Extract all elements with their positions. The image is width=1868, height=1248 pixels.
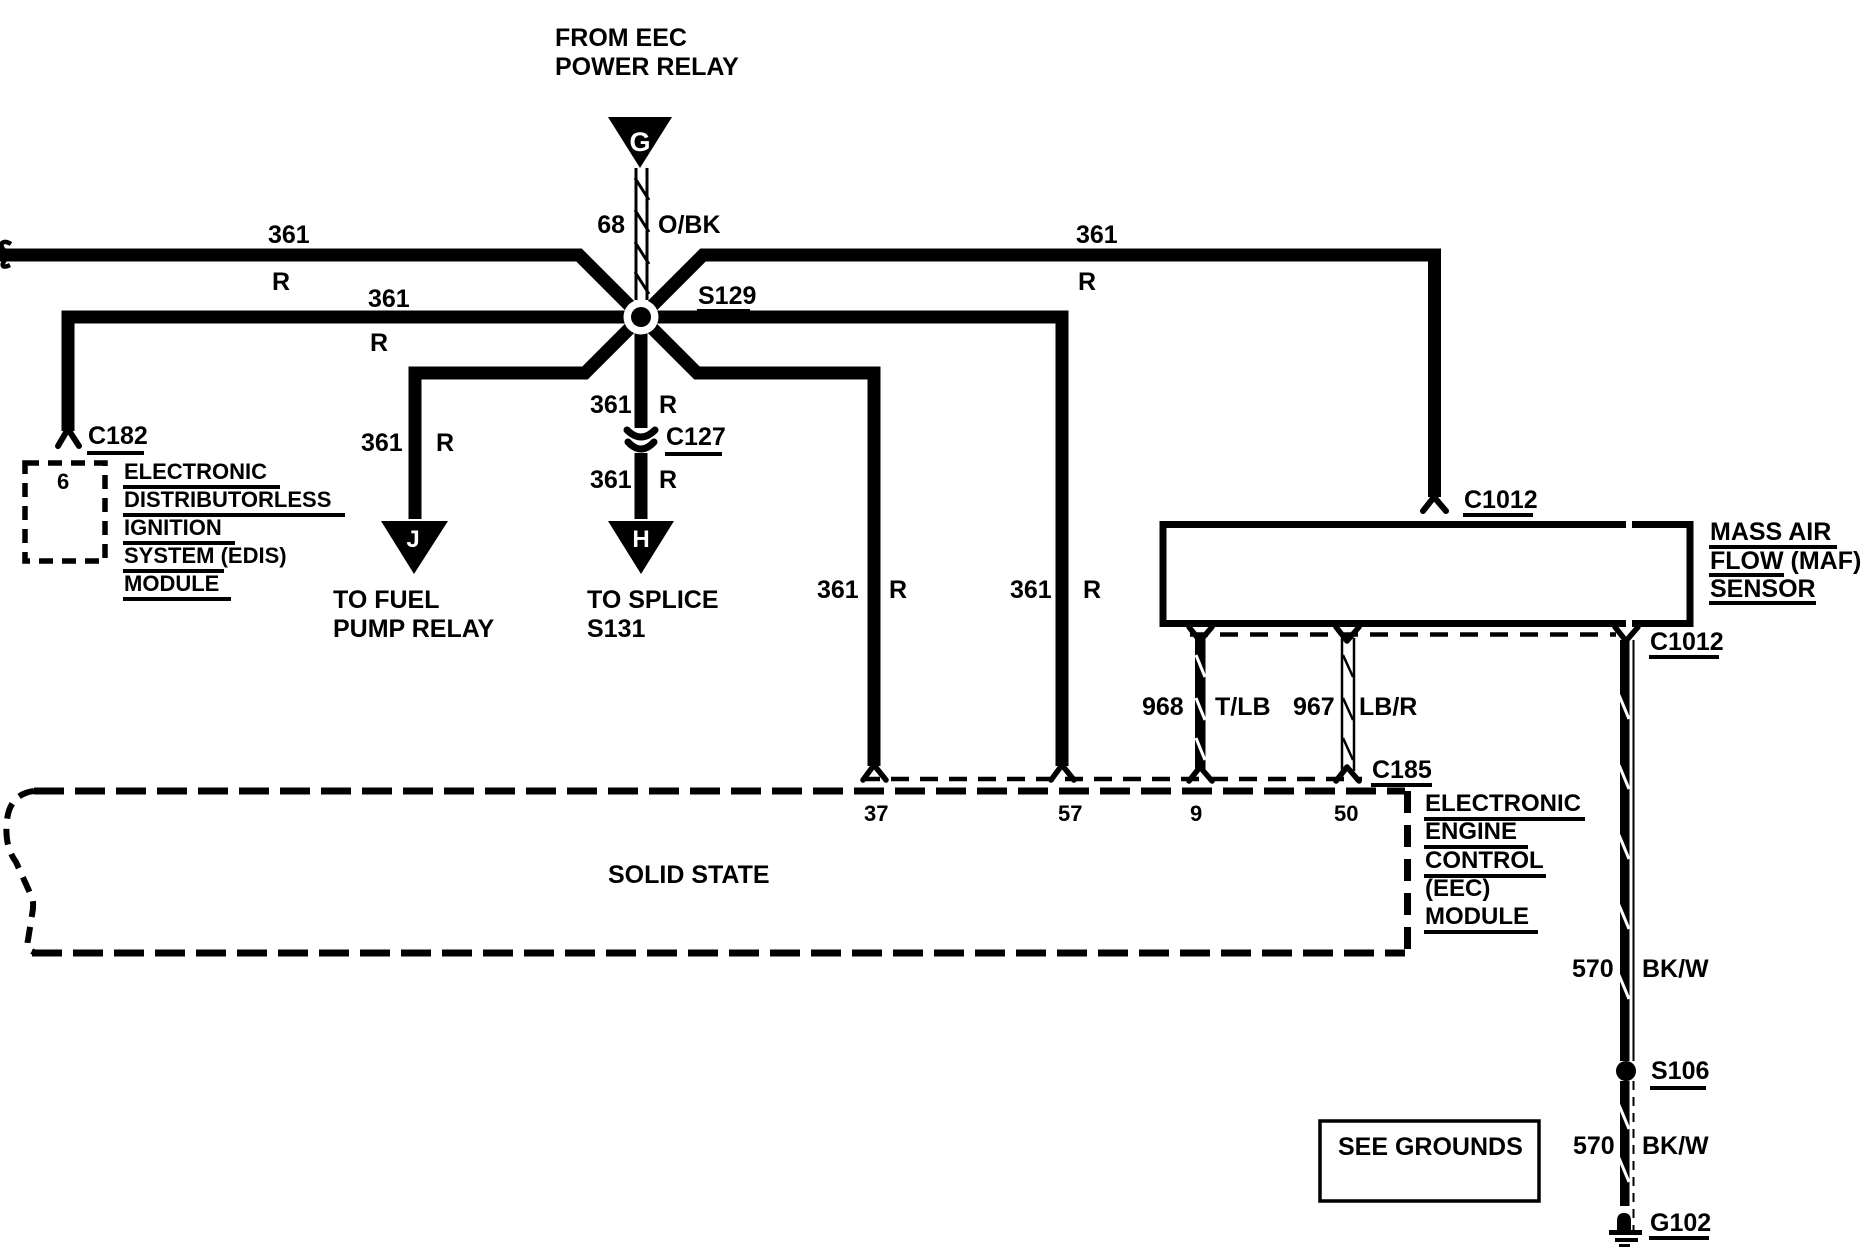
svg-text:6: 6 [57, 469, 69, 494]
svg-text:R: R [436, 429, 454, 457]
svg-text:G: G [629, 127, 650, 157]
svg-text:C127: C127 [666, 423, 726, 451]
svg-text:967: 967 [1293, 693, 1335, 721]
svg-text:O/BK: O/BK [658, 211, 721, 239]
svg-text:C185: C185 [1372, 756, 1432, 784]
svg-text:PUMP RELAY: PUMP RELAY [333, 615, 494, 643]
svg-text:TO SPLICE: TO SPLICE [587, 586, 719, 614]
svg-text:R: R [659, 466, 677, 494]
svg-text:ELECTRONIC: ELECTRONIC [124, 459, 267, 484]
svg-text:C1012: C1012 [1464, 486, 1538, 514]
svg-text:MODULE: MODULE [124, 571, 219, 596]
svg-text:TO FUEL: TO FUEL [333, 586, 439, 614]
svg-text:361: 361 [1010, 576, 1052, 604]
svg-text:9: 9 [1190, 801, 1202, 826]
svg-text:(EEC): (EEC) [1425, 875, 1490, 902]
svg-text:570: 570 [1572, 955, 1614, 983]
svg-text:37: 37 [864, 801, 888, 826]
svg-text:R: R [1083, 576, 1101, 604]
svg-text:SYSTEM (EDIS): SYSTEM (EDIS) [124, 543, 287, 568]
svg-text:MASS AIR: MASS AIR [1710, 518, 1831, 546]
svg-text:R: R [1078, 268, 1096, 296]
svg-text:SENSOR: SENSOR [1710, 575, 1816, 603]
svg-text:BK/W: BK/W [1642, 1132, 1709, 1160]
svg-text:T/LB: T/LB [1215, 693, 1271, 721]
svg-text:361: 361 [268, 221, 310, 249]
svg-text:H: H [632, 526, 649, 553]
svg-text:968: 968 [1142, 693, 1184, 721]
svg-text:C182: C182 [88, 422, 148, 450]
svg-text:IGNITION: IGNITION [124, 515, 222, 540]
svg-text:BK/W: BK/W [1642, 955, 1709, 983]
svg-text:S106: S106 [1651, 1057, 1709, 1085]
svg-text:FROM EEC: FROM EEC [555, 24, 687, 52]
svg-text:S129: S129 [698, 282, 756, 310]
svg-text:MODULE: MODULE [1425, 903, 1529, 930]
svg-text:SEE GROUNDS: SEE GROUNDS [1338, 1133, 1523, 1161]
svg-text:361: 361 [368, 285, 410, 313]
svg-text:G102: G102 [1650, 1209, 1711, 1237]
svg-text:ELECTRONIC: ELECTRONIC [1425, 790, 1581, 817]
svg-text:361: 361 [590, 466, 632, 494]
svg-text:C1012: C1012 [1650, 628, 1724, 656]
svg-text:68: 68 [597, 211, 625, 239]
svg-text:R: R [889, 576, 907, 604]
svg-text:J: J [406, 526, 419, 553]
svg-text:DISTRIBUTORLESS: DISTRIBUTORLESS [124, 487, 331, 512]
svg-text:361: 361 [817, 576, 859, 604]
svg-text:57: 57 [1058, 801, 1082, 826]
svg-text:R: R [370, 329, 388, 357]
svg-text:FLOW (MAF): FLOW (MAF) [1710, 547, 1861, 575]
svg-text:CONTROL: CONTROL [1425, 847, 1544, 874]
svg-text:50: 50 [1334, 801, 1358, 826]
svg-text:361: 361 [590, 391, 632, 419]
svg-text:SOLID STATE: SOLID STATE [608, 861, 770, 889]
svg-text:R: R [272, 268, 290, 296]
svg-text:S131: S131 [587, 615, 645, 643]
svg-text:ENGINE: ENGINE [1425, 818, 1517, 845]
svg-text:LB/R: LB/R [1359, 693, 1417, 721]
svg-text:361: 361 [361, 429, 403, 457]
svg-text:361: 361 [1076, 221, 1118, 249]
svg-text:R: R [659, 391, 677, 419]
svg-text:POWER RELAY: POWER RELAY [555, 53, 739, 81]
svg-text:570: 570 [1573, 1132, 1615, 1160]
